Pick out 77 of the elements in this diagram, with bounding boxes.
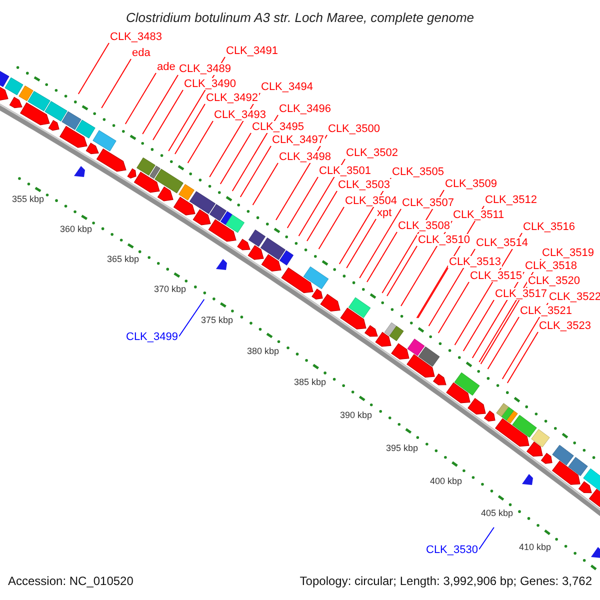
gene-label: CLK_3523	[538, 320, 592, 332]
gene-label: CLK_3490	[183, 78, 237, 90]
leader-line	[252, 162, 278, 206]
accession-text: Accession: NC_010520	[8, 574, 134, 588]
gene-label: CLK_3514	[475, 237, 529, 249]
gene-label: CLK_3496	[278, 103, 332, 115]
gene-label: CLK_3489	[178, 63, 232, 75]
gene-label: CLK_3518	[524, 260, 578, 272]
scale-label: 355 kbp	[10, 194, 46, 204]
scale-label: 390 kbp	[338, 410, 374, 420]
scale-label: 405 kbp	[480, 508, 514, 518]
leader-line	[346, 218, 376, 268]
leader-line	[487, 316, 520, 370]
leader-line	[152, 90, 184, 140]
scale-label: 385 kbp	[292, 377, 328, 387]
gene-label: CLK_3495	[251, 121, 305, 133]
leader-line	[220, 132, 252, 184]
leader-line	[142, 74, 178, 134]
gene-label: CLK_3493	[213, 109, 267, 121]
gene-label: eda	[131, 47, 152, 59]
scale-label: 375 kbp	[200, 315, 234, 325]
leader-line	[124, 72, 156, 124]
scale-label: 365 kbp	[106, 254, 140, 264]
gene-label: CLK_3521	[519, 305, 573, 317]
gene-label: CLK_3497	[271, 134, 325, 146]
gene-label: CLK_3517	[494, 288, 548, 300]
leader-line	[178, 298, 205, 337]
leader-line	[438, 282, 470, 334]
gene-label: CLK_3491	[225, 45, 279, 57]
gene-label: CLK_3508	[397, 220, 451, 232]
scale-label: 370 kbp	[152, 284, 188, 294]
gene-label: CLK_3515	[469, 270, 523, 282]
scale-label: 380 kbp	[246, 346, 280, 356]
gene-label: CLK_3500	[327, 123, 381, 135]
gene-label: CLK_3511	[452, 209, 506, 221]
leader-line	[286, 176, 318, 228]
leader-line	[318, 206, 344, 250]
leader-line	[359, 208, 402, 278]
gene-label: CLK_3505	[391, 166, 445, 178]
leader-line	[101, 58, 132, 108]
gene-label: xpt	[376, 207, 393, 219]
leader-line	[386, 246, 418, 296]
gene-label: CLK_3513	[448, 256, 502, 268]
scale-label: 400 kbp	[428, 476, 464, 486]
scale-label: 410 kbp	[518, 542, 552, 552]
gene-label: CLK_3516	[522, 221, 576, 233]
leader-line	[366, 232, 398, 282]
gene-label: CLK_3504	[344, 195, 398, 207]
leader-line	[506, 332, 538, 384]
gene-label: CLK_3498	[278, 151, 332, 163]
scale-label: 360 kbp	[58, 224, 94, 234]
leader-line	[306, 190, 338, 242]
leader-line	[462, 300, 494, 352]
title: Clostridium botulinum A3 str. Loch Maree, complete genome	[124, 10, 476, 25]
gene-label: CLK_3520	[527, 275, 581, 287]
gene-label: CLK_3509	[444, 178, 498, 190]
gene-label: CLK_3502	[345, 147, 399, 159]
gene-label: CLK_3510	[417, 234, 471, 246]
gene-label: CLK_3507	[401, 197, 455, 209]
gene-label: CLK_3483	[109, 31, 163, 43]
leader-line	[418, 268, 448, 318]
gene-label: CLK_3512	[484, 194, 538, 206]
gene-label: CLK_3492	[205, 92, 259, 104]
gene-label: CLK_3519	[541, 247, 595, 259]
leader-line	[174, 104, 206, 154]
scale-label: 395 kbp	[384, 443, 420, 453]
gene-label: CLK_3494	[260, 81, 314, 93]
leader-line	[240, 146, 272, 198]
leader-line	[478, 526, 494, 550]
genome-info-text: Topology: circular; Length: 3,992,906 bp; Genes: 3,762	[300, 574, 592, 588]
gene-label: CLK_3530	[425, 544, 479, 556]
leader-line	[78, 42, 110, 94]
gene-label: CLK_3499	[125, 331, 179, 343]
gene-label: ade	[156, 61, 176, 73]
gene-label: CLK_3503	[337, 179, 391, 191]
leader-line	[187, 120, 214, 164]
gene-label: CLK_3501	[318, 165, 372, 177]
